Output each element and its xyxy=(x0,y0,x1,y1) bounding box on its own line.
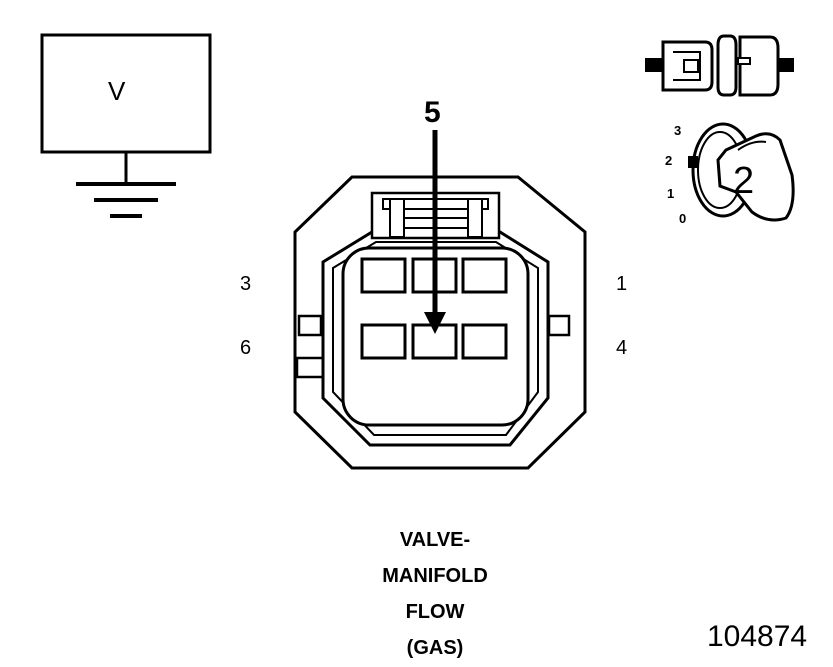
ground-icon xyxy=(76,182,176,218)
voltmeter-symbol xyxy=(40,33,212,218)
pin-cavity-6 xyxy=(360,323,407,360)
ignition-switch-icon xyxy=(688,122,795,222)
caption-line: FLOW xyxy=(405,601,465,623)
caption-line: VALVE- xyxy=(399,529,471,551)
highlight-pin-label: 5 xyxy=(424,96,441,129)
ignition-key-position: 2 xyxy=(733,160,755,202)
caption-line: MANIFOLD xyxy=(382,565,488,587)
pin-cavity-1 xyxy=(461,257,508,294)
connector-caption: VALVE- MANIFOLD FLOW (GAS) xyxy=(335,522,535,666)
pin-cavity-3 xyxy=(360,257,407,294)
ignition-position-1: 1 xyxy=(667,186,675,201)
probe-arrow xyxy=(424,130,446,334)
pin-label-3: 3 xyxy=(240,273,252,295)
pin-cavity-4 xyxy=(461,323,508,360)
pin-label-4: 4 xyxy=(616,337,628,359)
figure-number: 104874 xyxy=(707,620,808,653)
ignition-position-3: 3 xyxy=(674,123,682,138)
ignition-position-0: 0 xyxy=(679,211,687,226)
pin-label-6: 6 xyxy=(240,337,252,359)
pin-label-1: 1 xyxy=(616,273,628,295)
back-probe-connector-icon xyxy=(645,34,794,97)
caption-line: (GAS) xyxy=(406,637,464,659)
ignition-position-2: 2 xyxy=(665,153,673,168)
voltmeter-label: V xyxy=(108,76,126,106)
